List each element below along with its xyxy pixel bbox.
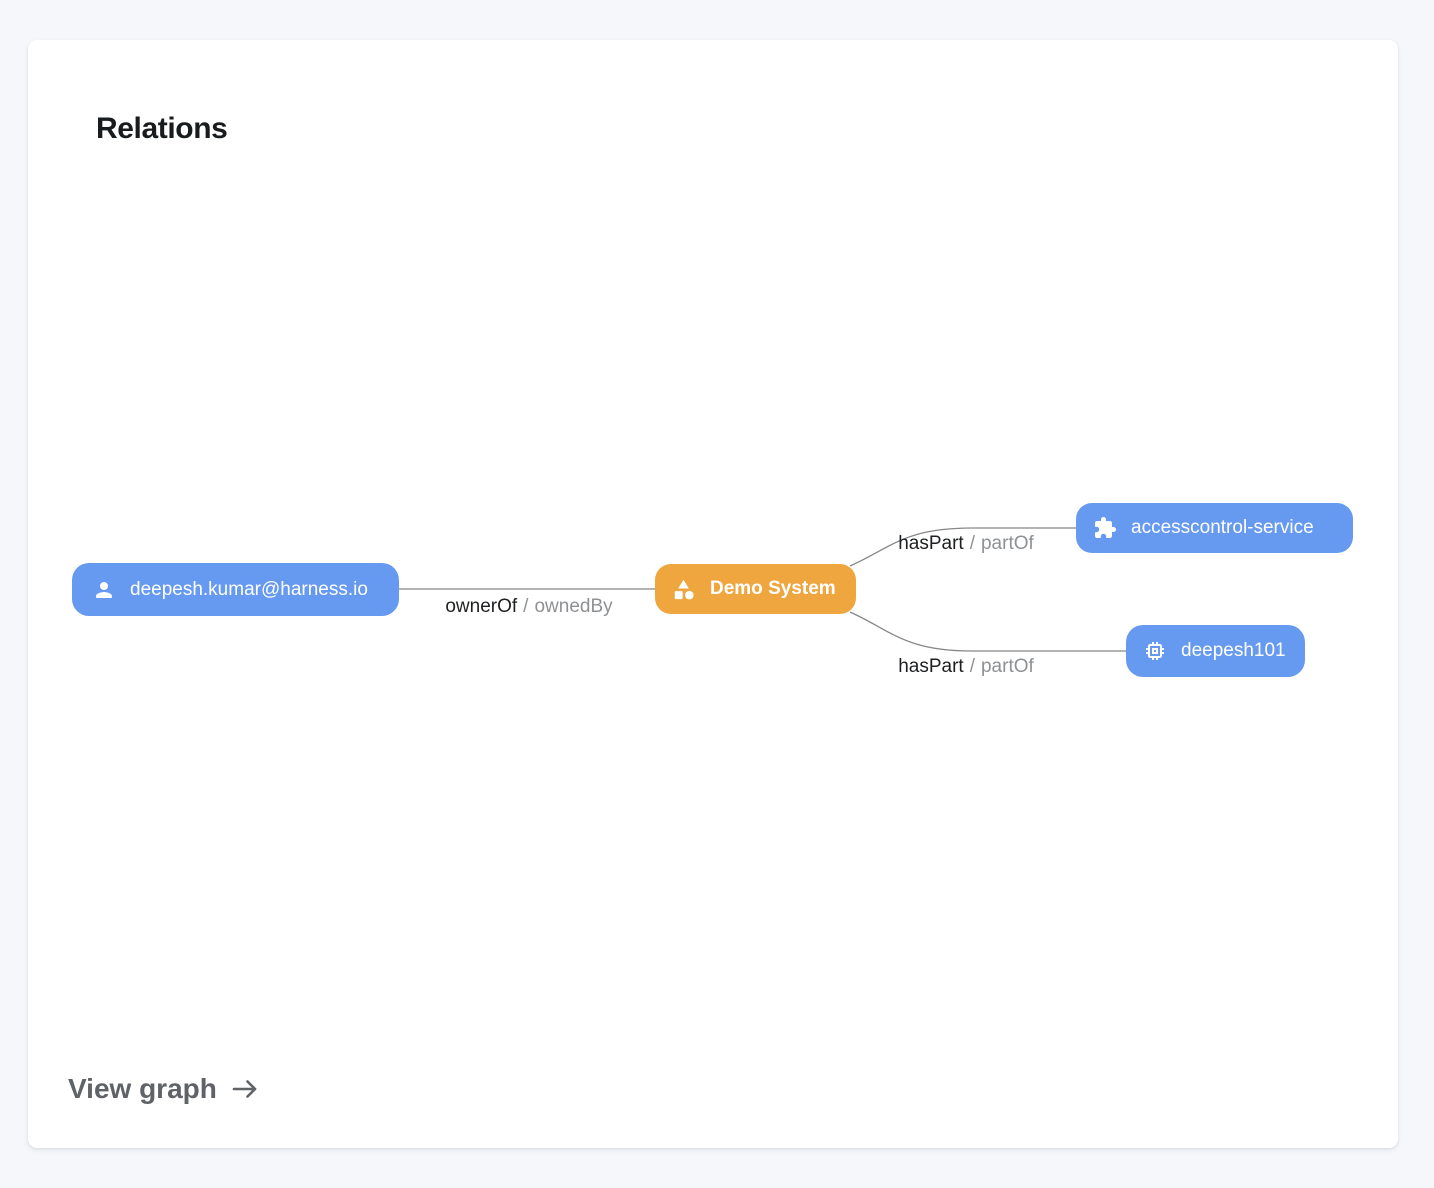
node-system-demo-system[interactable]: Demo System	[655, 564, 856, 614]
node-label: deepesh.kumar@harness.io	[130, 578, 368, 600]
view-graph-label: View graph	[68, 1073, 217, 1104]
chip-icon	[1146, 642, 1164, 660]
node-label: accesscontrol-service	[1131, 517, 1314, 538]
node-user-deepesh-kumar[interactable]: deepesh.kumar@harness.io	[72, 563, 399, 616]
node-component-deepesh101[interactable]: deepesh101	[1126, 625, 1305, 677]
page-title: Relations	[96, 112, 228, 145]
node-service-accesscontrol[interactable]: accesscontrol-service	[1076, 503, 1353, 553]
node-label: Demo System	[710, 578, 836, 599]
view-graph-link[interactable]: View graph	[68, 1073, 260, 1105]
node-label: deepesh101	[1181, 640, 1286, 661]
shapes-icon	[674, 579, 694, 599]
right-arrow-icon	[232, 1080, 257, 1098]
puzzle-icon	[1095, 517, 1116, 538]
person-icon	[96, 581, 112, 598]
